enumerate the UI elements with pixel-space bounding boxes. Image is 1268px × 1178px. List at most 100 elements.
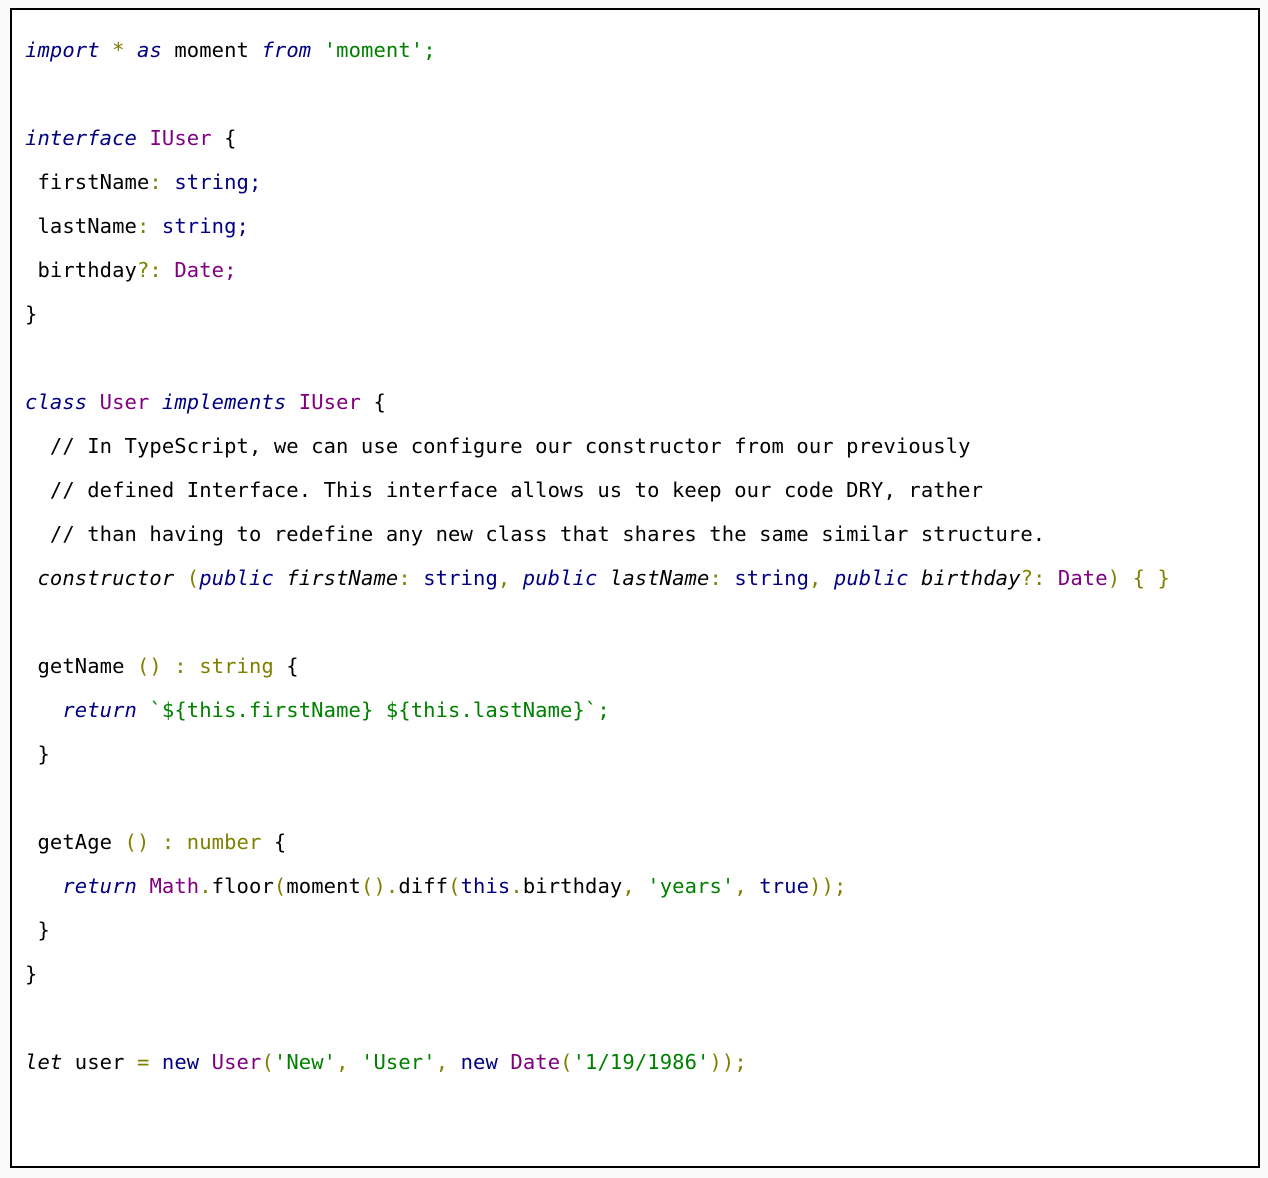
code-token: , (497, 566, 511, 590)
code-token: 'New' (273, 1050, 337, 1074)
code-token: } (25, 962, 38, 986)
code-line: firstName: string; (25, 160, 1170, 204)
code-token (25, 874, 62, 898)
code-token: getName (25, 654, 137, 678)
code-token: diff (398, 874, 449, 898)
code-token: , (809, 566, 822, 590)
code-token: string; (161, 214, 249, 238)
code-token: 'years' (647, 874, 735, 898)
code-line: } (25, 292, 1170, 336)
code-token (747, 874, 759, 898)
code-token: '1/19/1986' (572, 1050, 710, 1074)
code-token: , (336, 1050, 349, 1074)
code-token: user (62, 1050, 137, 1074)
code-token: = (136, 1050, 150, 1074)
code-token: User (99, 390, 150, 414)
code-line: class User implements IUser { (25, 380, 1170, 424)
code-token: : (136, 214, 150, 238)
code-token: : (398, 566, 411, 590)
code-token: , (435, 1050, 449, 1074)
code-token: { } (1132, 566, 1170, 590)
code-token: lastName (609, 566, 710, 590)
code-line (25, 600, 1170, 644)
code-token: new (161, 1050, 200, 1074)
code-token: ( (560, 1050, 573, 1074)
code-line: birthday?: Date; (25, 248, 1170, 292)
code-line (25, 996, 1170, 1040)
code-token (510, 566, 522, 590)
code-token: ) (1107, 566, 1121, 590)
code-token (87, 390, 99, 414)
code-token: )); (709, 1050, 747, 1074)
code-token: 'User' (361, 1050, 436, 1074)
code-token: moment (161, 38, 262, 62)
code-token: 'moment' (323, 38, 424, 62)
code-token: return (62, 698, 137, 722)
code-token (100, 38, 112, 62)
code-token (1045, 566, 1057, 590)
code-token (174, 566, 186, 590)
code-token: } (25, 302, 38, 326)
code-line: let user = new User('New', 'User', new D… (25, 1040, 1170, 1084)
code-token: ?: (136, 258, 162, 282)
code-token: public (833, 566, 909, 590)
code-token: firstName (286, 566, 399, 590)
code-token: floor (211, 874, 274, 898)
code-line (25, 336, 1170, 380)
code-token: birthday (921, 566, 1021, 590)
code-token: // defined Interface. This interface all… (25, 478, 984, 502)
code-token (411, 566, 423, 590)
code-token: ( (186, 566, 200, 590)
code-token: IUser (298, 390, 361, 414)
code-line: // defined Interface. This interface all… (25, 468, 1170, 512)
code-line: lastName: string; (25, 204, 1170, 248)
code-token: () (361, 874, 386, 898)
code-snippet-frame: import * as moment from 'moment'; interf… (10, 8, 1260, 1168)
code-line: return Math.floor(moment().diff(this.bir… (25, 864, 1170, 908)
code-token: // In TypeScript, we can use configure o… (25, 434, 971, 458)
code-token: birthday (25, 258, 137, 282)
code-line (25, 776, 1170, 820)
code-line: return `${this.firstName} ${this.lastNam… (25, 688, 1170, 732)
code-token: string (423, 566, 498, 590)
code-token: Date; (174, 258, 237, 282)
code-token: public (199, 566, 274, 590)
code-token: `${this.firstName} ${this.lastName}`; (149, 698, 610, 722)
code-token: : (149, 170, 162, 194)
code-token (162, 170, 174, 194)
code-token: Date (1057, 566, 1108, 590)
code-line: // than having to redefine any new class… (25, 512, 1170, 556)
code-token: from (261, 38, 312, 62)
code-token: lastName (25, 214, 137, 238)
code-line: } (25, 952, 1170, 996)
code-token: } (25, 918, 50, 942)
code-token (162, 258, 174, 282)
code-token (137, 698, 149, 722)
code-token: } (25, 742, 50, 766)
code-token: { (211, 126, 237, 150)
code-token (25, 566, 37, 590)
code-block: import * as moment from 'moment'; interf… (25, 28, 1170, 1084)
code-token: , (622, 874, 635, 898)
code-token: constructor (37, 566, 175, 590)
code-token: )); (809, 874, 847, 898)
code-line: getName () : string { (25, 644, 1170, 688)
code-token: { (261, 830, 287, 854)
code-line: import * as moment from 'moment'; (25, 28, 1170, 72)
code-token: Math (149, 874, 200, 898)
code-token: . (510, 874, 523, 898)
code-token: . (199, 874, 212, 898)
code-token: IUser (149, 126, 212, 150)
code-token: { (361, 390, 386, 414)
code-token (137, 126, 149, 150)
code-token (1120, 566, 1132, 590)
code-token (149, 390, 161, 414)
code-token (635, 874, 647, 898)
code-token (199, 1050, 211, 1074)
code-token: firstName (25, 170, 150, 194)
code-token (137, 874, 149, 898)
code-token: , (734, 874, 747, 898)
code-token: birthday (522, 874, 623, 898)
code-token: ; (423, 38, 436, 62)
code-token (498, 1050, 510, 1074)
